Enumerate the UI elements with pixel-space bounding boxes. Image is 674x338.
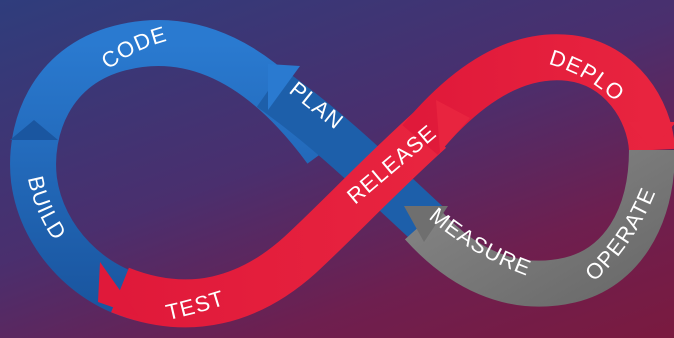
operate-measure-band bbox=[404, 149, 674, 307]
left-loop-band bbox=[10, 20, 345, 323]
test-arrowhead bbox=[98, 262, 138, 316]
deploy-band bbox=[402, 34, 674, 155]
plan-arrowhead bbox=[268, 64, 300, 110]
measure-arrowhead bbox=[404, 206, 448, 242]
release-arrowhead bbox=[436, 100, 470, 152]
build-arrowhead bbox=[10, 120, 58, 140]
test-band bbox=[111, 112, 447, 328]
deploy-arrowhead bbox=[628, 122, 674, 150]
